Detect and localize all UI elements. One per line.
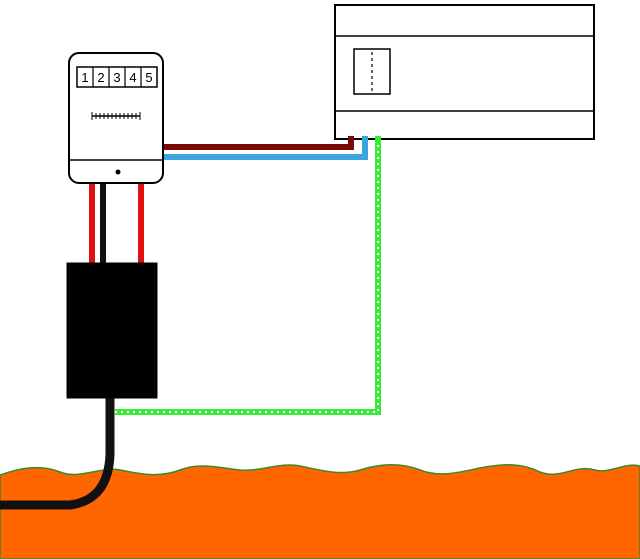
- meter-digit-1: 1: [81, 70, 88, 85]
- meter-seal: [115, 169, 121, 175]
- electricity-meter-icon: 1 2 3 4 5: [68, 52, 164, 184]
- cutout: [66, 262, 158, 399]
- meter-scale: [91, 112, 141, 120]
- meter-digits: 1 2 3 4 5: [76, 66, 158, 88]
- consumer-unit-icon: [334, 4, 595, 140]
- meter-digit-2: 2: [97, 70, 104, 85]
- earth-conductor: [115, 136, 381, 415]
- meter-digit-4: 4: [129, 70, 136, 85]
- main-switch-icon: [353, 48, 391, 95]
- supply-cable: [0, 390, 115, 510]
- meter-digit-5: 5: [145, 70, 152, 85]
- ground: [0, 464, 640, 559]
- tail-blue: [163, 136, 368, 160]
- meter-digit-3: 3: [113, 70, 120, 85]
- tail-brown: [163, 136, 354, 150]
